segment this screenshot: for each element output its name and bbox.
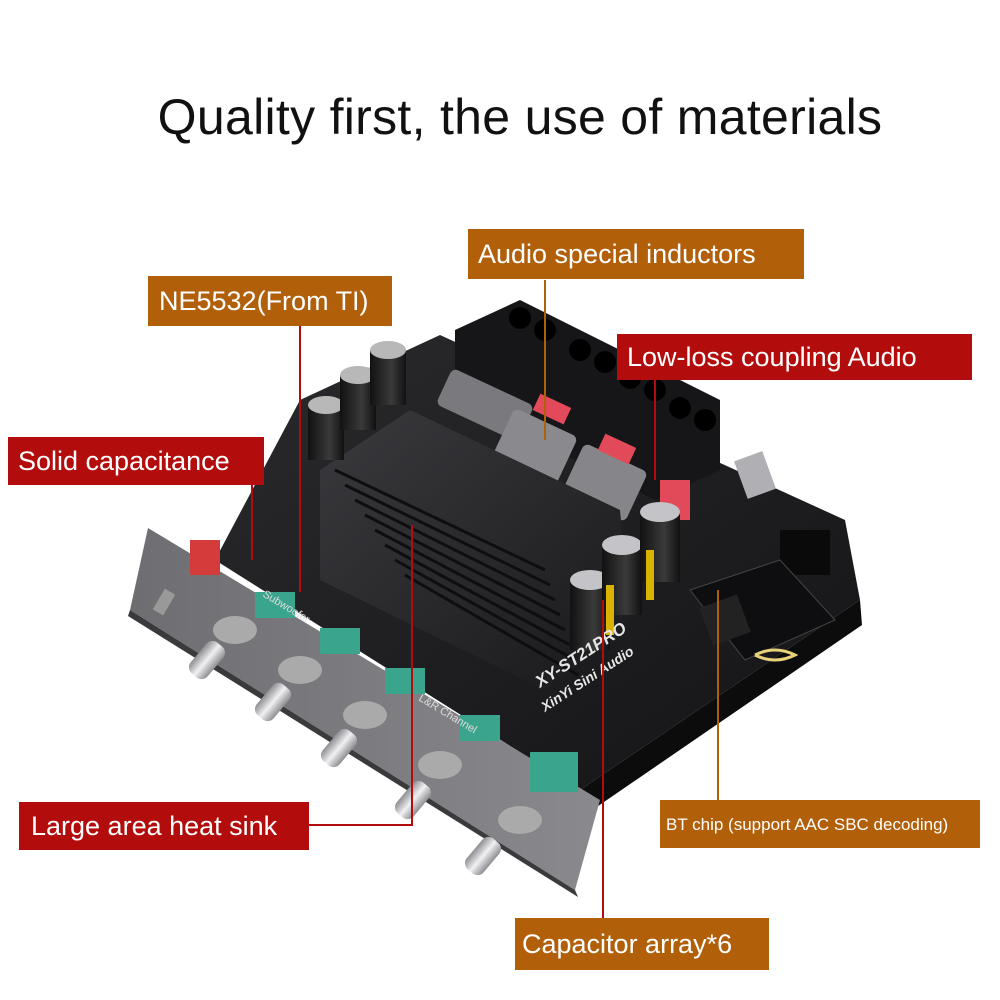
label-ne5532: NE5532(From TI): [148, 276, 392, 326]
electrolytic-capacitors-left: [308, 341, 406, 460]
capacitor-array: [570, 502, 680, 650]
page-title: Quality first, the use of materials: [157, 89, 883, 145]
knobs: [152, 588, 542, 876]
label-bt-chip: BT chip (support AAC SBC decoding): [660, 800, 980, 848]
label-inductors: Audio special inductors: [468, 229, 804, 279]
callout-lines: [251, 280, 719, 918]
label-solid-capacitance: Solid capacitance: [8, 437, 264, 485]
bt-module: [689, 559, 836, 662]
tone-pots: [255, 592, 578, 792]
io-ports: [734, 451, 830, 575]
label-heat-sink: Large area heat sink: [19, 802, 309, 850]
label-coupling: Low-loss coupling Audio: [617, 334, 972, 380]
heat-sink: [320, 410, 630, 690]
label-capacitor-array: Capacitor array*6: [515, 918, 769, 970]
